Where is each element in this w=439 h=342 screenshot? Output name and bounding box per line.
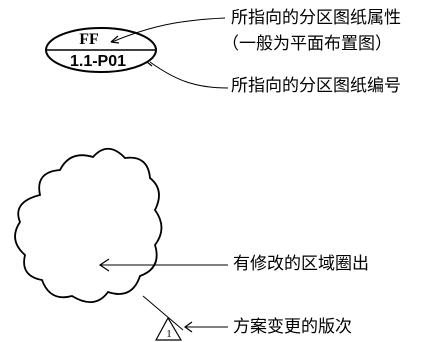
leader-line-attribute	[111, 17, 226, 43]
revision-arrow-head	[183, 321, 193, 333]
revision-triangle-shape	[154, 316, 183, 341]
revision-triangle-number: 1	[166, 328, 172, 340]
revision-triangle: 1	[154, 316, 183, 341]
revision-cloud	[14, 147, 163, 303]
reference-top-text: FF	[79, 31, 99, 48]
drawing-reference-symbol: FF 1.1-P01	[45, 27, 157, 73]
leader-line-number	[149, 61, 229, 89]
cloud-arrow-head	[98, 258, 110, 272]
annotation-drawing-attribute-note: （一般为平面布置图）	[222, 34, 392, 54]
reference-bottom-text: 1.1-P01	[70, 53, 126, 70]
annotation-drawing-attribute: 所指向的分区图纸属性	[231, 8, 401, 28]
cloud-to-triangle-line	[142, 295, 184, 331]
annotation-revision-label: 方案变更的版次	[233, 317, 352, 337]
leader-arrow-bottom	[146, 57, 154, 67]
annotation-drawing-number: 所指向的分区图纸编号	[231, 76, 401, 96]
annotation-cloud-label: 有修改的区域圈出	[233, 254, 369, 274]
